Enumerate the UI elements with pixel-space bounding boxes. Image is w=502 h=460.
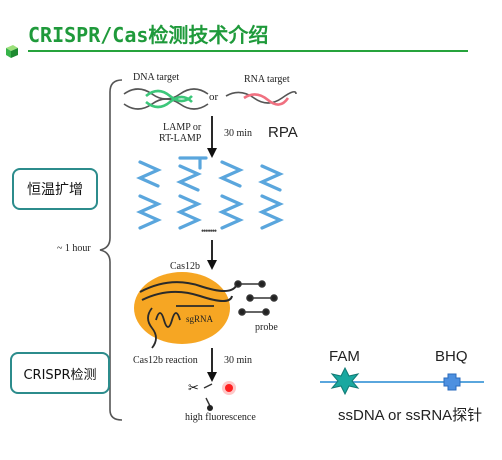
sgrna-label: sgRNA: [186, 314, 214, 324]
or-label: or: [209, 91, 219, 103]
ellipsis-dots: •••••••: [201, 226, 217, 236]
cas12b-complex-icon: [134, 272, 237, 349]
bhq-label: BHQ: [435, 348, 468, 365]
crispr-detection-box: CRISPR检测: [10, 352, 110, 394]
arrow-cas: [207, 260, 217, 270]
time-brace: [99, 79, 123, 421]
arrow-amplification: [207, 148, 217, 158]
lamp-label-line2: RT-LAMP: [159, 133, 202, 144]
svg-text:✂: ✂: [188, 381, 199, 396]
amplicons: [136, 156, 284, 230]
cas12b-label: Cas12b: [170, 261, 200, 272]
isothermal-amplification-box: 恒温扩增: [12, 168, 98, 210]
cleaved-probe-icon: ✂: [188, 381, 236, 411]
probe-label: probe: [255, 322, 278, 333]
fam-label: FAM: [329, 348, 360, 365]
time-label-2: 30 min: [224, 355, 253, 366]
rna-target-label: RNA target: [244, 74, 290, 85]
probe-icons: [234, 280, 278, 316]
dna-target-label: DNA target: [133, 72, 180, 83]
rpa-label: RPA: [268, 124, 298, 141]
cas12b-reaction-label: Cas12b reaction: [133, 355, 198, 366]
title-bullet-icon: [6, 45, 18, 58]
rna-target-icon: [225, 90, 297, 106]
bhq-quencher-icon: [443, 373, 461, 391]
one-hour-label: ~ 1 hour: [57, 243, 91, 254]
title-underline: [28, 50, 468, 52]
lamp-label-line1: LAMP or: [163, 122, 202, 133]
arrow-reaction: [207, 372, 217, 382]
dna-target-icon: [123, 88, 209, 110]
probe-caption: ssDNA or ssRNA探针: [338, 407, 483, 424]
page-title: CRISPR/Cas检测技术介绍: [28, 23, 269, 47]
high-fluorescence-label: high fluorescence: [185, 412, 256, 423]
time-label-1: 30 min: [224, 128, 253, 139]
fam-fluorophore-icon: [330, 366, 360, 396]
